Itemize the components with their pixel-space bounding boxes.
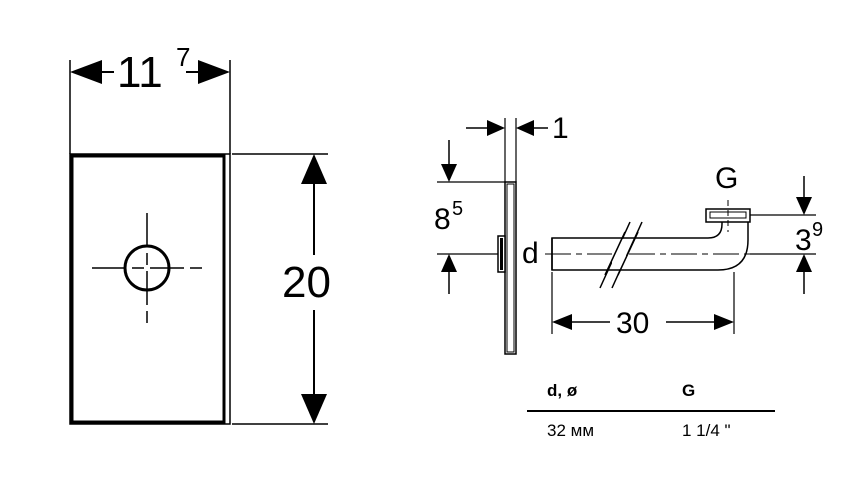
height-arrow-bottom <box>301 394 327 424</box>
table-row: 32 мм 1 1/4 " <box>527 412 775 450</box>
outlet-height-label: 3 <box>795 224 812 257</box>
spec-table: d, ø G 32 мм 1 1/4 " <box>527 372 775 450</box>
width-dimension-label: 11 <box>117 48 163 97</box>
pipe-body <box>551 217 749 271</box>
front-plate-inner <box>70 154 226 424</box>
cell-thread: 1 1/4 " <box>682 421 731 440</box>
spec-table-header: d, ø G <box>527 372 775 412</box>
thread-label: G <box>715 162 738 195</box>
length-arrow-right <box>714 314 734 330</box>
length-dimension-label: 30 <box>616 307 649 340</box>
outlet-height-sup: 9 <box>812 219 823 241</box>
width-arrow-right <box>198 60 230 84</box>
front-view: 11 7 20 <box>69 42 331 425</box>
side-view: 1 8 5 d G 3 9 <box>434 112 823 355</box>
width-arrow-left <box>70 60 102 84</box>
cell-diameter: 32 мм <box>547 421 595 440</box>
header-diameter: d, ø <box>547 381 578 400</box>
header-thread: G <box>682 381 696 400</box>
diameter-label: d <box>522 237 539 270</box>
offset-dimension-label: 8 <box>434 203 451 236</box>
height-arrow-top <box>301 154 327 184</box>
width-dimension-sup: 7 <box>176 42 190 72</box>
offset-dimension-sup: 5 <box>452 198 463 220</box>
height-dimension-label: 20 <box>282 258 331 307</box>
thickness-dimension-label: 1 <box>552 112 569 145</box>
length-arrow-left <box>552 314 572 330</box>
